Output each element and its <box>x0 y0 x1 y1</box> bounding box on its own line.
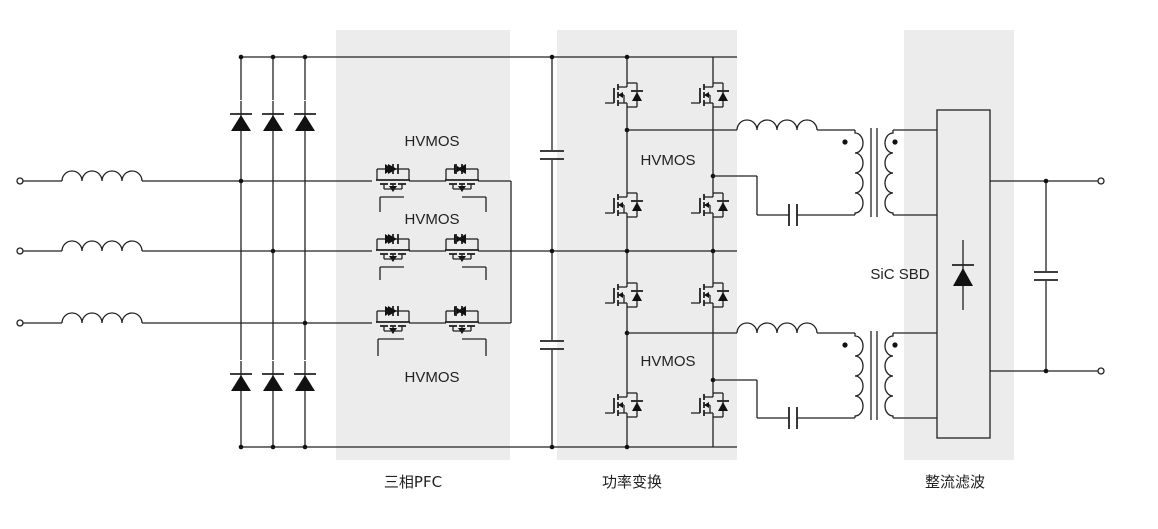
hvmos-label-pfc-mid: HVMOS <box>404 211 459 228</box>
section-caption-conversion: 功率变换 <box>602 473 662 491</box>
resonant-tank-top <box>627 119 937 227</box>
input-terminals <box>16 177 62 327</box>
hvmos-label-conv-top: HVMOS <box>640 152 695 169</box>
rectifier-band <box>904 30 1014 460</box>
section-caption-pfc: 三相PFC <box>384 473 442 491</box>
conversion-band <box>557 30 737 460</box>
diode-bridge <box>229 54 317 450</box>
output-filter <box>990 177 1105 375</box>
pfc-switches <box>375 163 737 356</box>
hvmos-label-pfc-top: HVMOS <box>404 133 459 150</box>
input-inductors <box>61 170 143 324</box>
rectifier-block <box>936 109 991 439</box>
sic-sbd-label: SiC SBD <box>870 266 929 283</box>
resonant-tank-bottom <box>627 322 937 430</box>
section-caption-rectifier: 整流滤波 <box>925 473 985 491</box>
dc-link-capacitors <box>539 54 565 450</box>
hvmos-label-pfc-bot: HVMOS <box>404 369 459 386</box>
conversion-switches <box>604 54 730 450</box>
hvmos-label-conv-bot: HVMOS <box>640 353 695 370</box>
pfc-band <box>336 30 510 460</box>
